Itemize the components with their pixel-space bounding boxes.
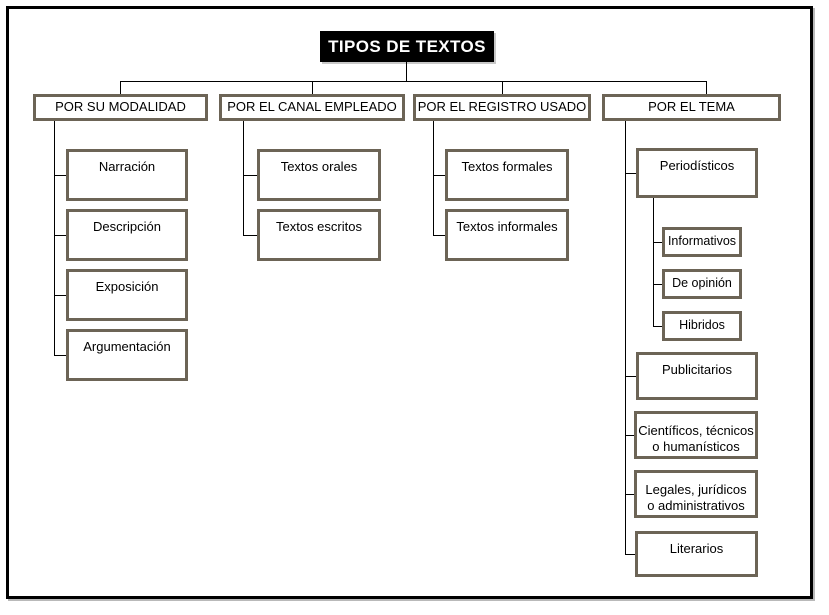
category-box-modalidad[interactable]: POR SU MODALIDAD [33, 94, 208, 121]
leaf-box-textos-escritos[interactable]: Textos escritos [257, 209, 381, 261]
category-label-registro: POR EL REGISTRO USADO [417, 99, 587, 115]
leaf-box-legales[interactable]: Legales, jurídicos o administrativos [634, 470, 758, 518]
connector-title-stem [406, 62, 407, 81]
leaf-box-exposicion[interactable]: Exposición [66, 269, 188, 321]
leaf-box-periodisticos[interactable]: Periodísticos [636, 148, 758, 198]
connector-trunk-branch-1 [54, 121, 55, 355]
sub-box-informativos[interactable]: Informativos [662, 227, 742, 257]
diagram-title: TIPOS DE TEXTOS [320, 31, 494, 62]
connector-trunk-branch-3 [433, 121, 434, 235]
leaf-box-textos-orales[interactable]: Textos orales [257, 149, 381, 201]
leaf-box-narracion[interactable]: Narración [66, 149, 188, 201]
connector-stub-periodisticos-1 [653, 242, 662, 243]
leaf-label-periodisticos: Periodísticos [659, 158, 735, 173]
connector-trunk-branch-2 [243, 121, 244, 235]
connector-drop-branch-1 [120, 81, 121, 94]
sub-label-de-opinion: De opinión [672, 276, 732, 291]
connector-drop-branch-4 [706, 81, 707, 94]
connector-stub-canal-2 [243, 235, 257, 236]
connector-stub-modalidad-1 [54, 175, 66, 176]
leaf-label-textos-informales: Textos informales [456, 219, 558, 234]
sub-box-hibridos[interactable]: Hibridos [662, 311, 742, 341]
connector-trunk-branch-4 [625, 121, 626, 554]
leaf-label-exposicion: Exposición [95, 279, 159, 294]
leaf-label-cientificos-line1: Científicos, técnicos [638, 423, 754, 438]
connector-stub-tema-4 [625, 494, 636, 495]
leaf-label-legales-line2: o administrativos [647, 498, 745, 514]
leaf-box-textos-formales[interactable]: Textos formales [445, 149, 569, 201]
category-label-modalidad: POR SU MODALIDAD [55, 99, 186, 115]
leaf-label-publicitarios: Publicitarios [661, 362, 733, 377]
leaf-label-literarios: Literarios [669, 541, 724, 556]
page-frame [6, 6, 813, 599]
leaf-label-argumentacion: Argumentación [83, 339, 171, 354]
leaf-box-textos-informales[interactable]: Textos informales [445, 209, 569, 261]
connector-top-bus [120, 81, 706, 82]
leaf-label-narracion: Narración [98, 159, 156, 174]
connector-stub-tema-5 [625, 554, 636, 555]
connector-stub-periodisticos-2 [653, 284, 662, 285]
connector-stub-tema-2 [625, 376, 636, 377]
leaf-box-literarios[interactable]: Literarios [635, 531, 758, 577]
category-box-tema[interactable]: POR EL TEMA [602, 94, 781, 121]
connector-drop-branch-3 [502, 81, 503, 94]
leaf-label-textos-escritos: Textos escritos [276, 219, 362, 234]
connector-stub-registro-1 [433, 175, 445, 176]
connector-stub-tema-1 [625, 173, 636, 174]
leaf-label-cientificos-line2: o humanísticos [652, 439, 740, 455]
connector-stub-tema-3 [625, 435, 636, 436]
leaf-label-cientificos: Científicos, técnicos o humanísticos [637, 423, 755, 456]
sub-box-de-opinion[interactable]: De opinión [662, 269, 742, 299]
connector-drop-branch-2 [312, 81, 313, 94]
leaf-box-argumentacion[interactable]: Argumentación [66, 329, 188, 381]
leaf-box-cientificos[interactable]: Científicos, técnicos o humanísticos [634, 411, 758, 459]
connector-stub-modalidad-2 [54, 235, 66, 236]
diagram-title-label: TIPOS DE TEXTOS [328, 36, 486, 56]
connector-stub-registro-2 [433, 235, 445, 236]
category-label-tema: POR EL TEMA [648, 99, 735, 115]
leaf-box-descripcion[interactable]: Descripción [66, 209, 188, 261]
leaf-label-legales-line1: Legales, jurídicos [645, 482, 747, 497]
connector-trunk-periodisticos [653, 198, 654, 326]
leaf-label-legales: Legales, jurídicos o administrativos [637, 482, 755, 515]
sub-label-hibridos: Hibridos [679, 318, 725, 333]
category-label-canal: POR EL CANAL EMPLEADO [227, 99, 397, 115]
connector-stub-modalidad-3 [54, 295, 66, 296]
connector-stub-canal-1 [243, 175, 257, 176]
leaf-box-publicitarios[interactable]: Publicitarios [636, 352, 758, 400]
sub-label-informativos: Informativos [667, 234, 737, 249]
category-box-canal[interactable]: POR EL CANAL EMPLEADO [219, 94, 405, 121]
leaf-label-descripcion: Descripción [93, 219, 161, 234]
leaf-label-textos-orales: Textos orales [280, 159, 358, 174]
leaf-label-textos-formales: Textos formales [461, 159, 553, 174]
category-box-registro[interactable]: POR EL REGISTRO USADO [413, 94, 591, 121]
connector-stub-periodisticos-3 [653, 326, 662, 327]
connector-stub-modalidad-4 [54, 355, 66, 356]
